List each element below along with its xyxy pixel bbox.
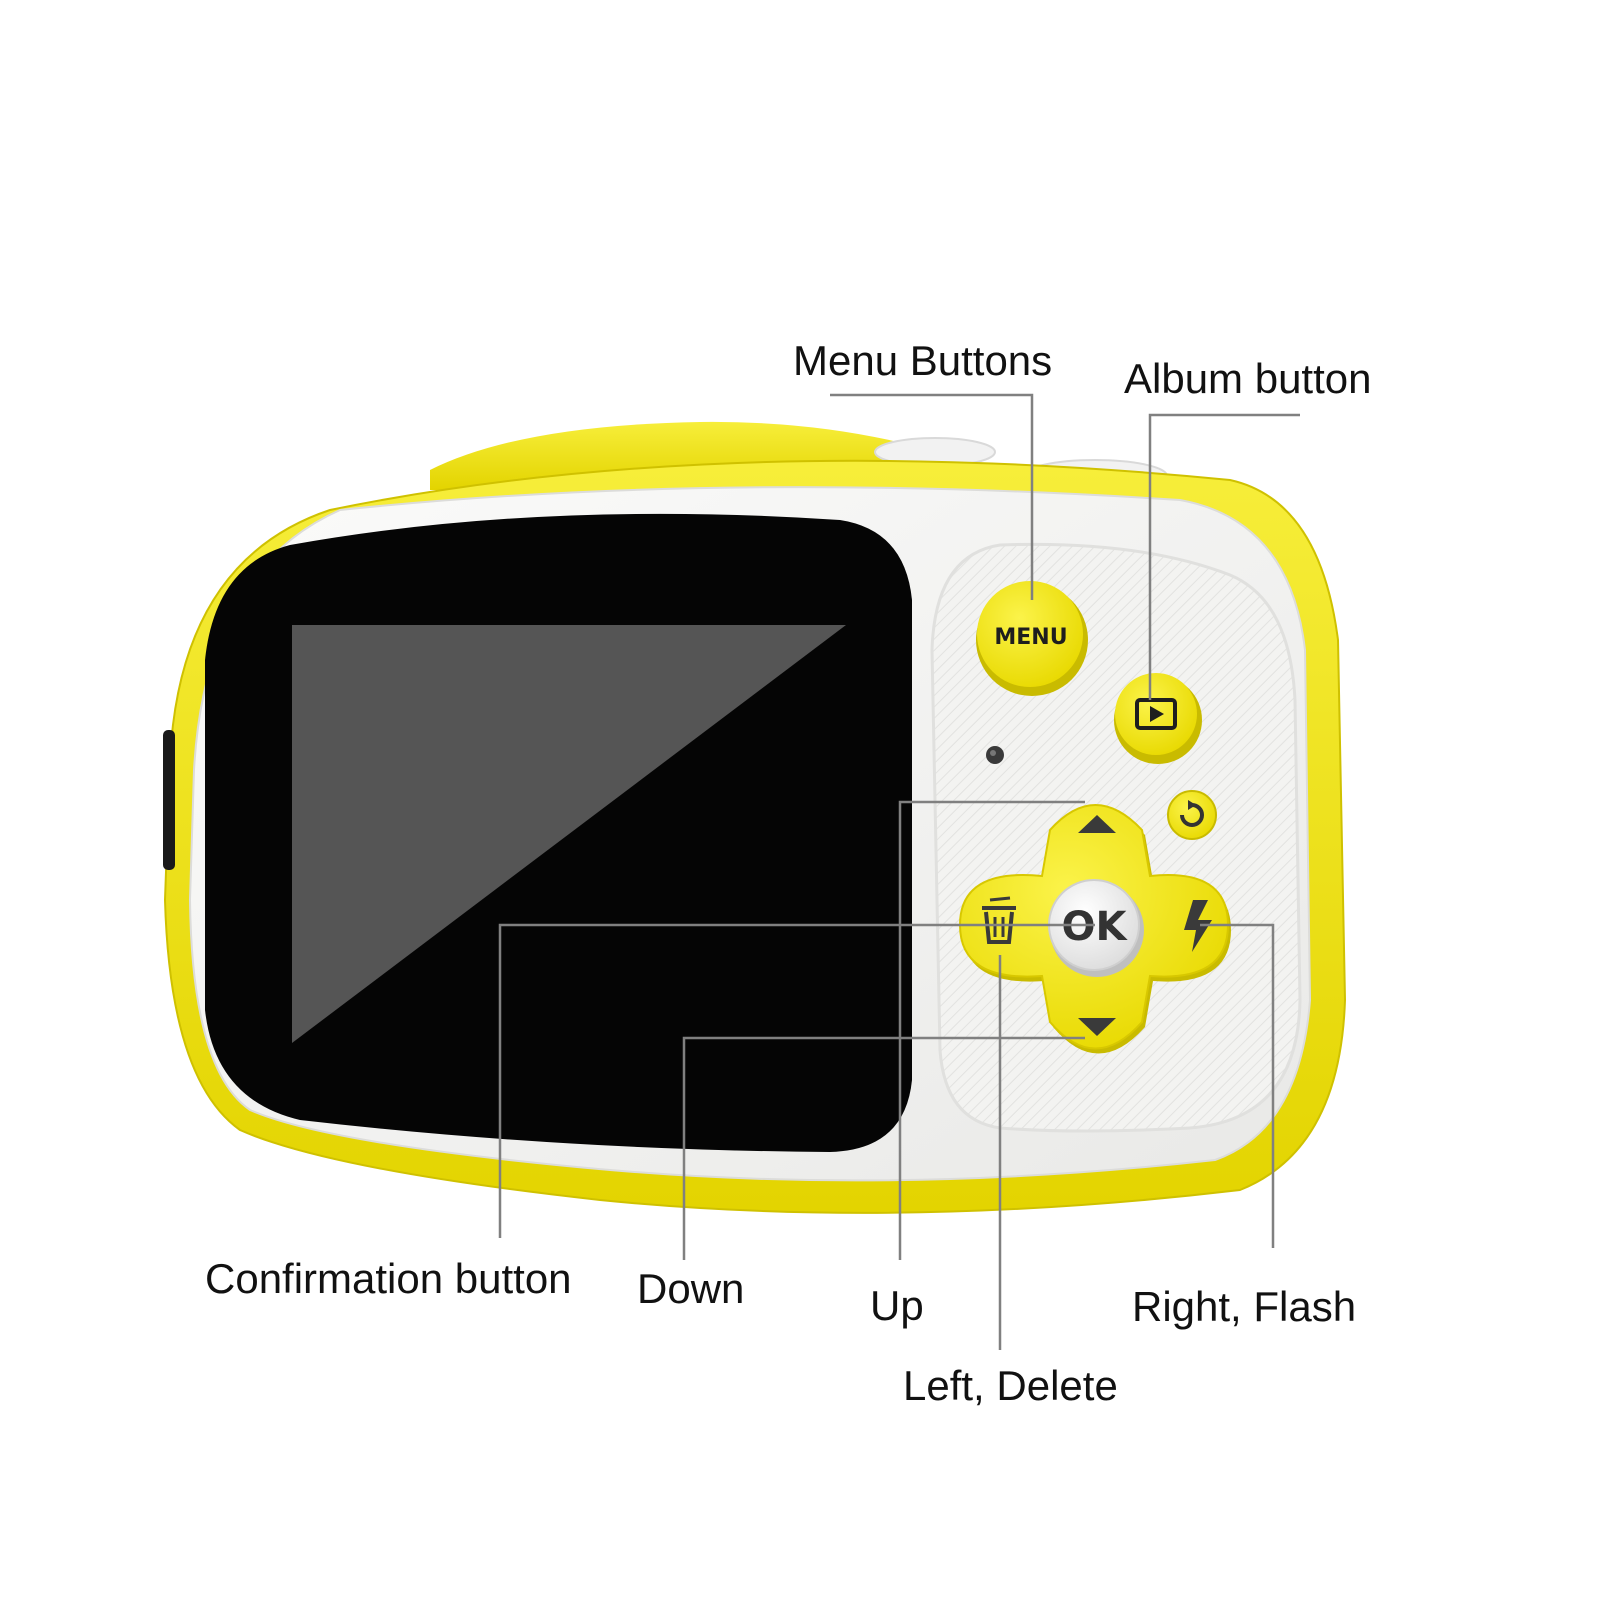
label-down: Down bbox=[637, 1265, 745, 1312]
menu-button-face bbox=[977, 581, 1083, 687]
flash-icon bbox=[1184, 900, 1212, 952]
leader-down bbox=[682, 1036, 1085, 1260]
label-confirmation-button: Confirmation button bbox=[205, 1255, 572, 1302]
triangle-up-icon bbox=[1078, 815, 1116, 833]
label-album-button: Album button bbox=[1124, 355, 1372, 402]
ok-button-text: OK bbox=[1062, 904, 1129, 950]
trash-icon bbox=[982, 896, 1016, 944]
menu-button-text: MENU bbox=[994, 625, 1067, 650]
label-up: Up bbox=[870, 1282, 924, 1329]
triangle-down-icon bbox=[1078, 1018, 1116, 1036]
leader-menu bbox=[830, 393, 1034, 600]
label-menu-buttons: Menu Buttons bbox=[793, 337, 1053, 384]
leader-up bbox=[898, 800, 1085, 1260]
leader-lines bbox=[498, 393, 1300, 1350]
leader-confirmation bbox=[498, 923, 1095, 1238]
leader-right-flash bbox=[1200, 923, 1275, 1248]
screen-highlight bbox=[292, 625, 846, 1043]
refresh-icon bbox=[1180, 800, 1204, 827]
strap-slot bbox=[163, 730, 175, 870]
play-icon bbox=[1135, 698, 1177, 730]
reset-button bbox=[1167, 790, 1217, 840]
label-right-flash: Right, Flash bbox=[1132, 1283, 1357, 1330]
leader-album bbox=[1148, 413, 1300, 700]
label-left-delete: Left, Delete bbox=[903, 1362, 1118, 1409]
